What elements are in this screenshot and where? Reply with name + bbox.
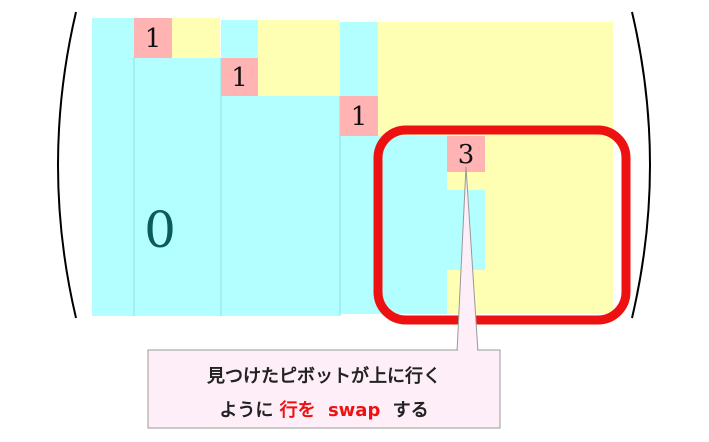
callout-line-1: 見つけたピボットが上に行く <box>206 365 441 387</box>
pivot-value: 1 <box>231 63 248 93</box>
callout-pointer-joint <box>458 349 477 352</box>
highlight-frame <box>373 125 631 325</box>
pivot-value: 1 <box>145 24 162 54</box>
pivot-cell: 1 <box>134 18 172 58</box>
callout-box <box>147 349 501 429</box>
right-parenthesis <box>631 11 651 319</box>
callout-line-2-highlight: 行を <box>279 399 316 421</box>
callout-line-2-suffix: する <box>393 400 429 421</box>
zero-region <box>92 18 485 316</box>
pivot-value: 1 <box>351 102 368 132</box>
zero-label: 0 <box>144 201 176 259</box>
callout-line-2-prefix: ように <box>219 400 273 421</box>
callout-line-2-swap: swap <box>328 400 380 421</box>
pivot-cell: 1 <box>340 96 378 136</box>
pivot-cell: 3 <box>447 136 485 172</box>
nonzero-region <box>172 18 613 314</box>
pivot-value: 3 <box>458 140 475 170</box>
pivot-cell: 1 <box>221 58 258 96</box>
left-parenthesis <box>57 11 77 319</box>
callout-line-2: ように 行を swap する <box>219 399 428 421</box>
